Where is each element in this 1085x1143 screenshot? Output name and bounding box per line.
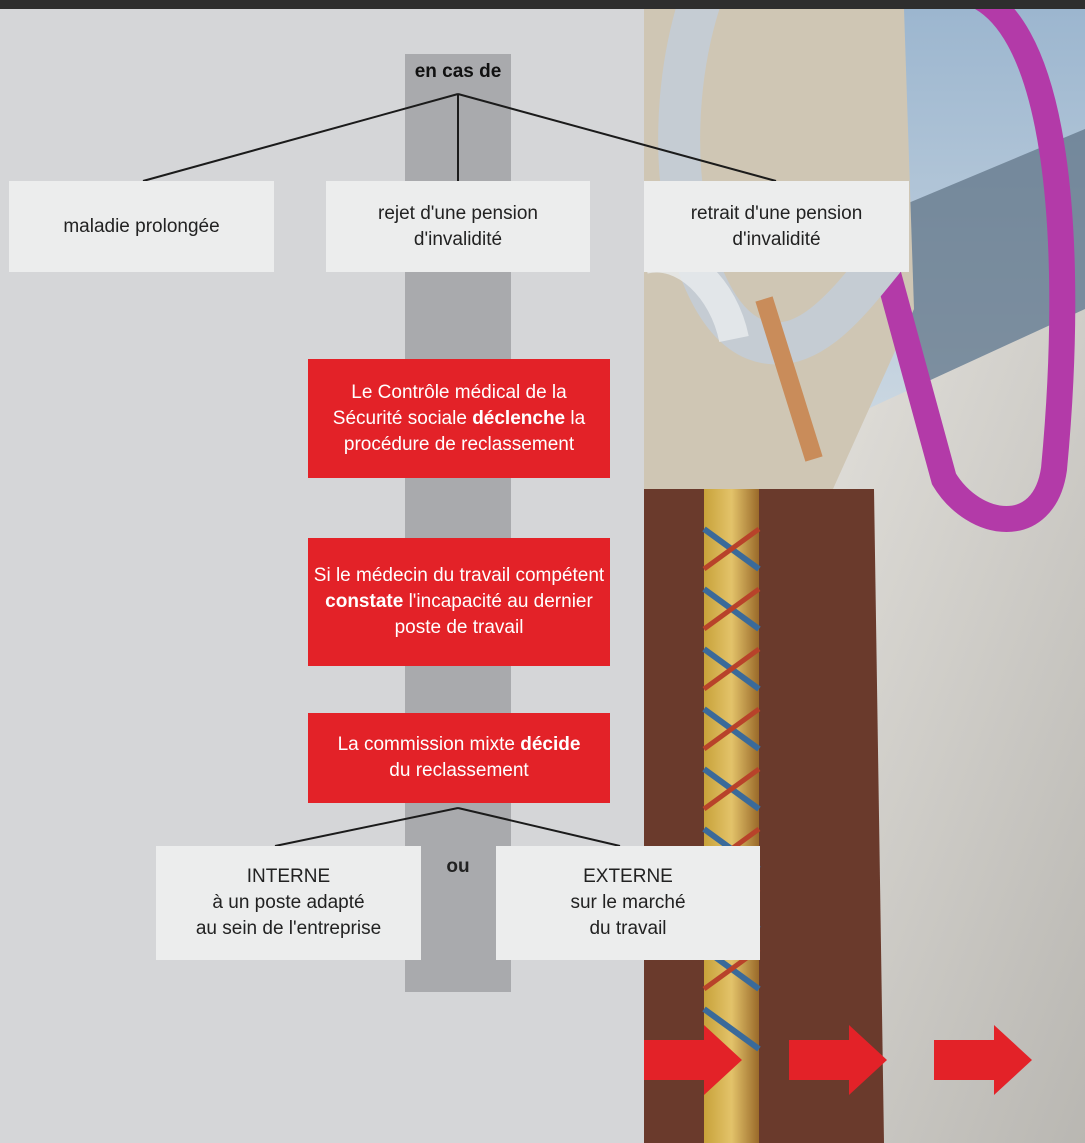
right-arrow-icon [789, 1025, 887, 1095]
line-to-interne [274, 807, 459, 847]
step-text: Le Contrôle médical de la Sécurité socia… [332, 381, 567, 429]
line-to-retrait [457, 93, 777, 182]
condition-label: retrait d'une pension d'invalidité [690, 202, 863, 250]
outcome-label: EXTERNE sur le marché du travail [570, 866, 686, 939]
step-text: du reclassement [389, 760, 529, 781]
right-arrow-icon [644, 1025, 742, 1095]
step-keyword: constate [325, 591, 404, 612]
step-text: la procédure de reclassement [343, 407, 586, 455]
step-text: Si le médecin du travail compétent [313, 565, 605, 586]
condition-rejet: rejet d'une pension d'invalidité [326, 181, 590, 272]
outcome-label: INTERNE à un poste adapté au sein de l'e… [195, 866, 382, 939]
top-bar [0, 0, 1085, 9]
step-decide: La commission mixte décide du reclasseme… [308, 713, 610, 803]
step-constate: Si le médecin du travail compétent const… [308, 538, 610, 666]
outcome-externe: EXTERNE sur le marché du travail [496, 846, 760, 960]
condition-retrait: retrait d'une pension d'invalidité [644, 181, 909, 272]
step-text: l'incapacité au dernier poste de travail [394, 591, 593, 638]
line-to-externe [457, 807, 621, 847]
connector-ou: ou [446, 856, 470, 877]
arrow-row [644, 1025, 1032, 1095]
outcome-interne: INTERNE à un poste adapté au sein de l'e… [156, 846, 421, 960]
step-keyword: décide [520, 734, 581, 755]
line-to-maladie [142, 93, 459, 182]
condition-maladie: maladie prolongée [9, 181, 274, 272]
diagram-header: en cas de [414, 61, 502, 82]
condition-label: rejet d'une pension d'invalidité [378, 202, 538, 250]
step-text: La commission mixte [337, 734, 521, 755]
step-declenche: Le Contrôle médical de la Sécurité socia… [308, 359, 610, 478]
condition-label: maladie prolongée [63, 215, 220, 237]
step-keyword: déclenche [472, 407, 566, 429]
right-arrow-icon [934, 1025, 1032, 1095]
